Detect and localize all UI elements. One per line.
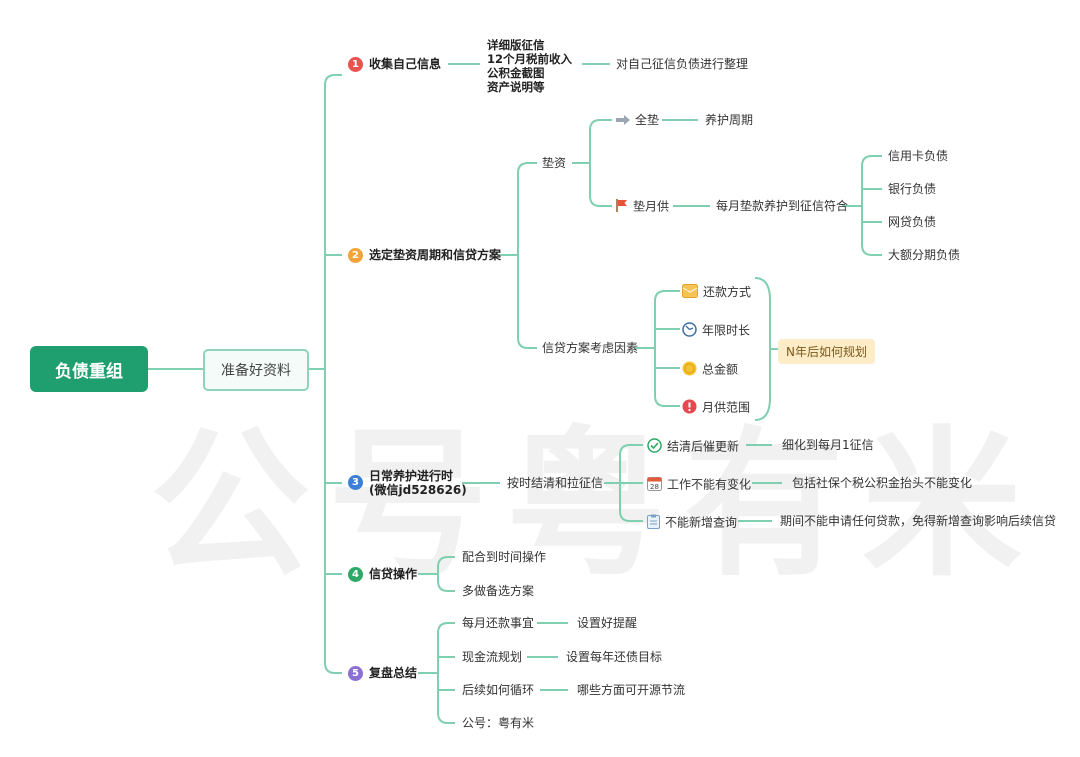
quandian-node[interactable]: 全垫 [616, 113, 659, 128]
b5-item-note[interactable]: 哪些方面可开源节流 [577, 683, 686, 697]
factor-repayment[interactable]: 还款方式 [682, 284, 751, 301]
calendar-day: 28 [650, 483, 659, 491]
branch-1-title: 收集自己信息 [369, 57, 442, 71]
debt-item[interactable]: 大额分期负债 [888, 248, 961, 262]
quandian-child[interactable]: 养护周期 [705, 113, 754, 127]
b5-item[interactable]: 每月还款事宜 [462, 616, 535, 630]
xindai-node[interactable]: 信贷方案考虑因素 [542, 341, 639, 355]
b5-item[interactable]: 现金流规划 [462, 650, 523, 664]
root-node[interactable]: 负债重组 [30, 346, 148, 392]
envelope-icon [682, 284, 698, 301]
doc-item: 资产说明等 [487, 80, 545, 94]
factor-label: 总金额 [702, 362, 739, 377]
b3-item-label: 工作不能有变化 [667, 477, 752, 492]
calendar-icon: 28 [647, 476, 662, 494]
number-3-icon: 3 [348, 475, 363, 490]
factor-label: 月供范围 [702, 400, 751, 415]
b3-item-update[interactable]: 结清后催更新 [647, 438, 739, 456]
b3-child[interactable]: 按时结清和拉征信 [507, 476, 604, 490]
dianyuegong-node[interactable]: 垫月供 [616, 199, 669, 215]
dianyuegong-child[interactable]: 每月垫款养护到征信符合 [716, 199, 849, 213]
number-1-icon: 1 [348, 57, 363, 72]
plan-tag[interactable]: N年后如何规划 [778, 339, 875, 364]
branch-1[interactable]: 1 收集自己信息 [348, 57, 441, 72]
branch-5-title: 复盘总结 [369, 666, 418, 680]
branch-4[interactable]: 4 信贷操作 [348, 567, 417, 582]
documents-list[interactable]: 详细版征信 12个月税前收入 公积金截图 资产说明等 [487, 38, 572, 94]
number-2-icon: 2 [348, 248, 363, 263]
b3-item-query[interactable]: 不能新增查询 [647, 514, 737, 532]
debt-item[interactable]: 信用卡负债 [888, 149, 949, 163]
coin-icon [682, 361, 697, 379]
doc-item: 详细版征信 [487, 38, 545, 52]
branch-2-title: 选定垫资周期和信贷方案 [369, 248, 502, 262]
clock-icon [682, 322, 697, 340]
branch-3-subtitle: (微信jd528626) [369, 483, 467, 497]
branch-4-title: 信贷操作 [369, 567, 418, 581]
b5-item-note[interactable]: 设置好提醒 [577, 616, 638, 630]
doc-item: 12个月税前收入 [487, 52, 573, 66]
branch-3-title: 日常养护进行时 [369, 469, 454, 483]
arrow-right-icon [616, 114, 630, 128]
factor-monthly[interactable]: 月供范围 [682, 399, 750, 417]
factor-amount[interactable]: 总金额 [682, 361, 738, 379]
clipboard-icon [647, 514, 660, 532]
dianzi-node[interactable]: 垫资 [542, 156, 567, 170]
b3-item-note[interactable]: 细化到每月1征信 [782, 438, 874, 452]
b3-item-note[interactable]: 包括社保个税公积金抬头不能变化 [792, 476, 973, 490]
b3-item-note[interactable]: 期间不能申请任何贷款，免得新增查询影响后续信贷 [780, 514, 1057, 528]
branch-2[interactable]: 2 选定垫资周期和信贷方案 [348, 248, 501, 263]
watermark: 公号粤有米 [150, 411, 1041, 598]
debt-item[interactable]: 网贷负债 [888, 215, 937, 229]
b5-item[interactable]: 公号：粤有米 [462, 716, 535, 730]
branch-5[interactable]: 5 复盘总结 [348, 666, 417, 681]
b3-item-job[interactable]: 28 工作不能有变化 [647, 476, 751, 494]
quandian-label: 全垫 [635, 113, 660, 127]
branch-3[interactable]: 3 日常养护进行时(微信jd528626) [348, 469, 467, 497]
factor-label: 年限时长 [702, 323, 751, 338]
number-5-icon: 5 [348, 666, 363, 681]
factor-label: 还款方式 [703, 285, 752, 299]
b5-item[interactable]: 后续如何循环 [462, 683, 535, 697]
number-4-icon: 4 [348, 567, 363, 582]
check-circle-icon [647, 438, 662, 456]
b4-item[interactable]: 配合到时间操作 [462, 550, 547, 564]
b3-item-label: 不能新增查询 [665, 515, 738, 530]
debt-item[interactable]: 银行负债 [888, 182, 937, 196]
b5-item-note[interactable]: 设置每年还债目标 [566, 650, 663, 664]
flag-icon [616, 199, 628, 215]
dianyuegong-label: 垫月供 [633, 199, 670, 214]
b4-item[interactable]: 多做备选方案 [462, 584, 535, 598]
exclamation-icon [682, 399, 697, 417]
prepare-materials-node[interactable]: 准备好资料 [203, 349, 309, 391]
factor-term[interactable]: 年限时长 [682, 322, 750, 340]
b1-sub-node[interactable]: 对自己征信负债进行整理 [616, 57, 749, 71]
b3-item-label: 结清后催更新 [667, 439, 740, 454]
doc-item: 公积金截图 [487, 66, 545, 80]
